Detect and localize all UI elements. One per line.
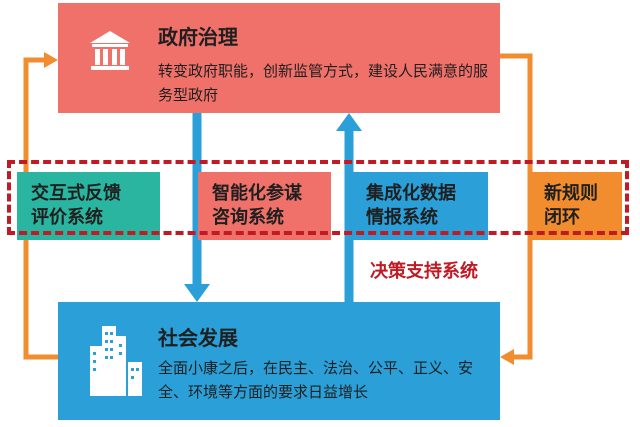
system-line1: 交互式反馈 (31, 183, 121, 204)
system-line1: 智能化参谋 (212, 183, 302, 204)
government-governance-box: 政府治理 转变政府职能，创新监管方式，建设人民满意的服务型政府 (58, 3, 500, 113)
governance-description: 转变政府职能，创新监管方式，建设人民满意的服务型政府 (158, 62, 489, 104)
up-arrow-head (336, 113, 362, 131)
feedback-evaluation-system: 交互式反馈评价系统 (17, 172, 160, 240)
system-line2: 评价系统 (31, 207, 103, 228)
left-loop-arrowhead (44, 52, 58, 68)
system-line1: 集成化数据 (366, 183, 456, 204)
data-intelligence-system: 集成化数据情报系统 (352, 172, 488, 240)
advisory-consulting-system: 智能化参谋咨询系统 (198, 172, 331, 240)
system-line2: 闭环 (544, 207, 580, 228)
system-line2: 咨询系统 (212, 207, 284, 228)
governance-title: 政府治理 (158, 25, 238, 49)
decision-support-label: 决策支持系统 (370, 261, 478, 282)
decision-support-dashed-frame (7, 160, 629, 235)
city-buildings-icon (90, 326, 142, 396)
social-development-box: 社会发展 全面小康之后，在民主、法治、公平、正义、安全、环境等方面的要求日益增长 (58, 302, 500, 420)
system-line1: 新规则 (544, 183, 598, 204)
system-line2: 情报系统 (366, 207, 438, 228)
right-loop-arrowhead (500, 349, 514, 365)
society-description: 全面小康之后，在民主、法治、公平、正义、安全、环境等方面的要求日益增长 (158, 359, 474, 401)
government-building-icon (90, 31, 130, 70)
new-rules-closed-loop: 新规则闭环 (530, 172, 622, 240)
society-title: 社会发展 (158, 326, 238, 350)
down-arrow-head (184, 284, 210, 302)
